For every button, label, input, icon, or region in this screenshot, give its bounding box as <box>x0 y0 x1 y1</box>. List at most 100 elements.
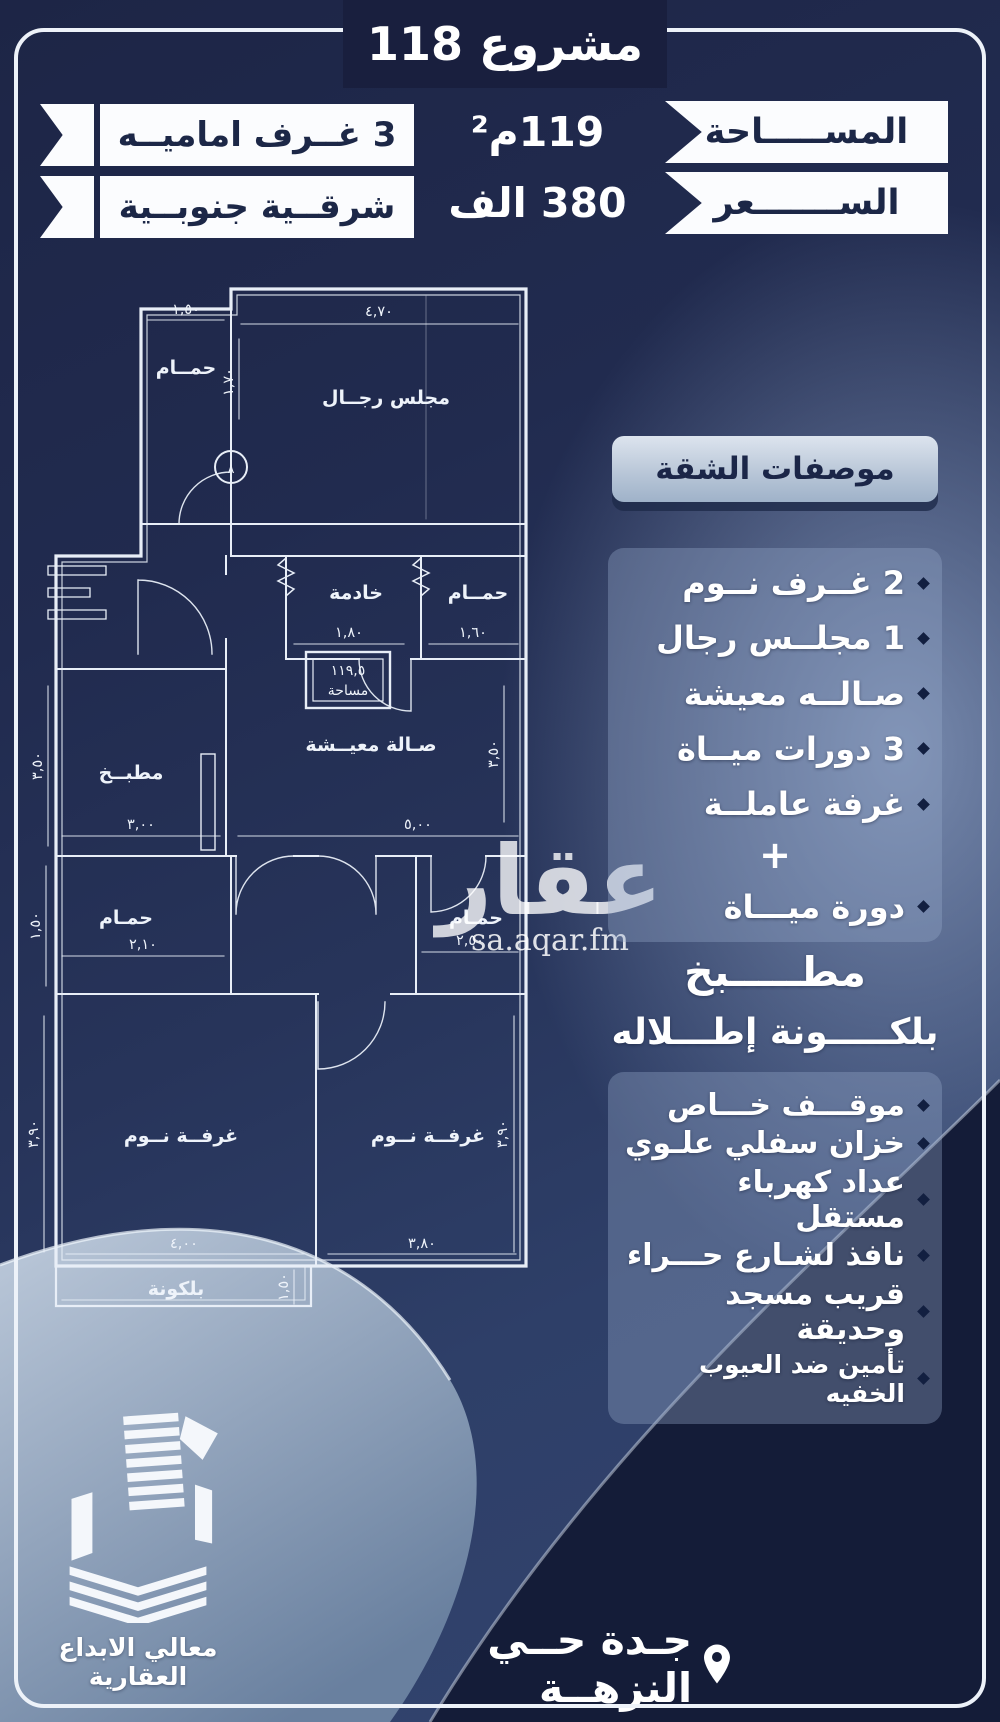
spec-item-plus: + <box>759 833 791 878</box>
room-label-bath-left: حمـام <box>99 907 153 929</box>
specs-header: موصفات الشقة <box>655 451 895 487</box>
background-glow <box>470 160 1000 1340</box>
project-title: مشروع 118 <box>367 17 643 71</box>
feature-banner-rooms-label: 3 غــرف اماميــه <box>117 115 397 155</box>
bullet-icon <box>917 687 930 700</box>
price-stat-value: 380 الف <box>448 179 627 227</box>
area-stat-value-box: 119م² <box>425 101 650 163</box>
spec-item-living: صـالــه معيشة <box>622 675 930 713</box>
room-label-bed-left: غرفــة نــوم <box>124 1125 238 1147</box>
spec-item-bathrooms: 3 دورات ميــاة <box>622 730 930 768</box>
dim-living-h: ٣,٥٠ <box>486 740 502 768</box>
dim-kitchen-h: ٣,٥٠ <box>30 752 46 780</box>
location-block: جـدة حــي النزهــة <box>370 1616 730 1712</box>
spec-kitchen-line: مطـــــبخ <box>684 948 866 996</box>
bullet-icon <box>917 1137 930 1151</box>
area-box-label: مساحة <box>328 683 368 699</box>
watermark-url: sa.aqar.fm <box>471 923 629 959</box>
spec-item-bedrooms: 2 غــرف نــوم <box>622 564 930 602</box>
area-stat-value: 119م² <box>470 108 605 156</box>
feature-banner-orientation-label: شرقــية جنوبــية <box>118 187 396 227</box>
dim-bath-left-w: ٢,١٠ <box>129 937 157 953</box>
company-name: معالي الابداع العقارية <box>58 1633 218 1691</box>
dark-corner-shape <box>430 1080 1000 1722</box>
dim-living-w: ٥,٠٠ <box>404 817 432 833</box>
watermark: عقار sa.aqar.fm <box>428 825 672 959</box>
price-stat-plate: الســـــــعر <box>665 172 948 234</box>
spec-item-majlis: 1 مجلــس رجال <box>622 619 930 657</box>
dim-bed-right-h: ٣,٩٠ <box>495 1120 511 1148</box>
dim-kitchen-w: ٣,٠٠ <box>127 817 155 833</box>
price-stat-label: الســـــــعر <box>713 183 900 223</box>
fixture-label: ٨ <box>228 462 235 477</box>
bullet-icon <box>917 576 930 590</box>
area-stat-label: المســـــاحة <box>704 112 909 152</box>
room-label-bath-right: حمـام <box>449 907 503 929</box>
spec-item-maid-bath: دورة ميـــاة <box>622 888 930 926</box>
bullet-icon <box>917 631 930 645</box>
spec-item-mosque: قريب مسجد وحديقة <box>622 1277 930 1347</box>
dark-corner-edge <box>428 1078 1000 1722</box>
dimension-lines <box>43 319 519 1305</box>
window-symbol <box>411 556 431 598</box>
dim-bath-right-w: ٢,٥٠ <box>456 933 484 949</box>
room-label-bath-mid: حمــام <box>448 582 508 604</box>
ribbon-tail-icon <box>40 176 94 238</box>
bullet-icon <box>917 900 930 914</box>
room-label-majlis: مجلس رجــال <box>322 387 450 409</box>
bullet-icon <box>917 742 930 756</box>
company-logo-block: معالي الابداع العقارية <box>36 1408 240 1691</box>
room-label-kitchen: مطبــخ <box>99 762 164 784</box>
ribbon-tail-icon <box>40 104 94 166</box>
window-symbol <box>276 556 296 598</box>
spec-item-meter: عداد كهرباء مستقل <box>622 1165 930 1235</box>
room-label-bed-right: غرفــة نــوم <box>371 1125 485 1147</box>
dim-bed-left-h: ٣,٩٠ <box>26 1120 42 1148</box>
door-arcs <box>137 471 487 1070</box>
location-text: جـدة حــي النزهــة <box>487 1616 693 1712</box>
bullet-icon <box>917 1249 930 1263</box>
specs-panel-1: 2 غــرف نــوم 1 مجلــس رجال صـالــه معيش… <box>608 548 942 942</box>
light-sweep-edge <box>0 1227 452 1381</box>
dim-majlis-w: ٤,٧٠ <box>365 304 393 320</box>
spec-item-tanks: خزان سفلي علـوي <box>622 1126 930 1161</box>
feature-banner-orientation: شرقــية جنوبــية <box>40 176 414 238</box>
bullet-icon <box>917 1193 930 1207</box>
dim-bath-mid-w: ١,٦٠ <box>459 625 487 641</box>
watermark-logo-text: عقار <box>437 825 663 937</box>
spec-balcony-line: بلكـــــونة إطـــلاله <box>611 1012 939 1053</box>
location-pin-icon <box>704 1644 730 1684</box>
spec-item-warranty: تأمين ضد العيوب الخفيه <box>622 1350 930 1408</box>
floorplan-drawing: حمــام مجلس رجــال خادمة حمــام مطبــخ ص… <box>26 287 528 1308</box>
ribbon-plate: شرقــية جنوبــية <box>100 176 414 238</box>
company-building-icon <box>69 1412 218 1627</box>
cabinet-symbol <box>47 565 107 620</box>
dim-bed-right-w: ٣,٨٠ <box>408 1236 436 1252</box>
bullet-icon <box>917 1305 930 1318</box>
spec-item-maid-room: غرفة عاملــة <box>622 785 930 823</box>
dim-balcony-h: ١,٥٠ <box>276 1273 292 1301</box>
room-label-maid: خادمة <box>329 582 383 604</box>
spec-item-parking: موقـــف خـــاص <box>622 1088 930 1123</box>
room-label-bath-top: حمــام <box>156 357 216 379</box>
dim-bath-top-w: ١,٥٠ <box>172 302 200 318</box>
fixture-circle <box>214 450 248 484</box>
room-label-balcony: بلكونة <box>148 1278 205 1300</box>
project-title-box: مشروع 118 <box>343 0 667 88</box>
dim-bed-left-w: ٤,٠٠ <box>170 1236 198 1252</box>
bullet-icon <box>917 1099 930 1112</box>
dim-maid-w: ١,٨٠ <box>335 625 363 641</box>
area-box <box>304 650 392 710</box>
price-stat-value-box: 380 الف <box>425 172 650 234</box>
area-stat-plate: المســـــاحة <box>665 101 948 163</box>
floorplan-walls <box>43 287 528 1308</box>
area-box-value: ١١٩,٥ <box>331 663 366 679</box>
feature-banner-rooms: 3 غــرف اماميــه <box>40 104 414 166</box>
spec-item-street: نافذ لشـارع حـــراء <box>622 1238 930 1273</box>
bullet-icon <box>917 797 930 811</box>
bullet-icon <box>917 1372 930 1386</box>
specs-header-chip: موصفات الشقة <box>612 436 938 502</box>
dim-bath-left-h: ١,٥٠ <box>28 912 44 940</box>
room-label-living: صـالة معيــشة <box>305 734 436 756</box>
